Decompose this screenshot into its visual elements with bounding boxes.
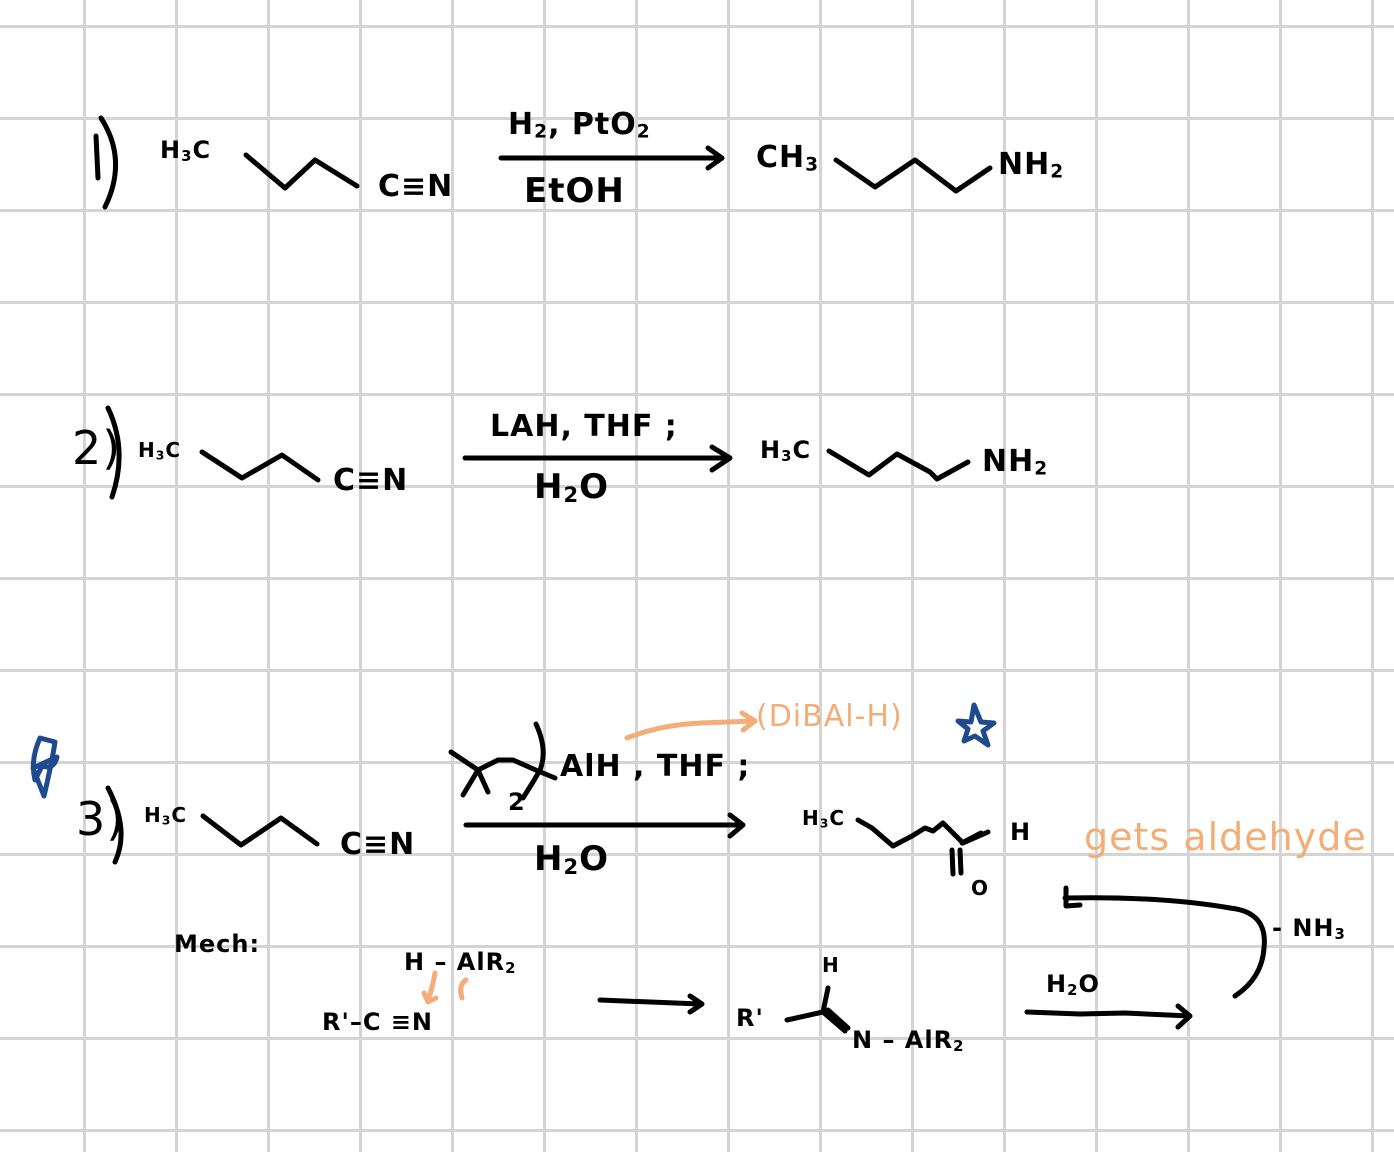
r1-reactant-methyl: H3C bbox=[160, 136, 212, 165]
r3-reactant-nitrile: C≡N bbox=[340, 827, 416, 862]
r1-reagents-below: EtOH bbox=[524, 171, 625, 211]
r2-reagents-above: LAH, THF ; bbox=[490, 409, 678, 444]
mech-ammonia-loss: - NH3 bbox=[1272, 914, 1346, 943]
mech-water-reagent: H2O bbox=[1046, 970, 1100, 999]
mech-return-arrow bbox=[1062, 885, 1267, 999]
r3-reagents-above: AlH , THF ; bbox=[560, 749, 751, 784]
r1-product-methyl: CH3 bbox=[756, 140, 820, 176]
mech-imine-n-alr2: N – AlR2 bbox=[852, 1026, 965, 1055]
r3-number: 3) bbox=[76, 792, 126, 846]
r3-reactant-chain bbox=[200, 813, 320, 848]
r2-number: 2) bbox=[72, 421, 122, 475]
mech-label: Mech: bbox=[174, 930, 261, 958]
r1-reactant-nitrile: C≡N bbox=[378, 169, 454, 204]
mech-electron-arrow-2 bbox=[458, 977, 469, 1001]
r3-reagents-below: H2O bbox=[534, 839, 610, 880]
r3-product-methyl: H3C bbox=[802, 806, 846, 831]
r1-reaction-arrow bbox=[498, 145, 725, 171]
r1-paren-curve bbox=[98, 115, 118, 210]
mech-electron-arrow-1 bbox=[421, 970, 439, 1005]
r1-reagents-above: H2, PtO2 bbox=[508, 107, 651, 143]
mech-arrow-1 bbox=[597, 993, 705, 1015]
mech-substrate: R'–C ≡N bbox=[322, 1008, 434, 1036]
r2-reactant-methyl: H3C bbox=[138, 438, 182, 463]
mech-arrow-2 bbox=[1024, 1003, 1193, 1030]
r3-reactant-methyl: H3C bbox=[144, 803, 188, 828]
r1-paren-stroke bbox=[93, 133, 101, 181]
r1-reactant-chain bbox=[243, 152, 360, 191]
r3-isobutyl-subscript: 2 bbox=[508, 788, 526, 816]
r2-reagents-below: H2O bbox=[534, 467, 610, 508]
r3-reaction-arrow bbox=[463, 812, 746, 839]
mech-imine-hydrogen: H bbox=[822, 953, 840, 977]
r3-note-gets-aldehyde: gets aldehyde bbox=[1084, 815, 1367, 859]
r3-carbonyl-double-bond bbox=[949, 847, 964, 877]
r2-product-chain bbox=[826, 448, 971, 482]
r2-reactant-chain bbox=[199, 449, 321, 483]
r3-aldehyde-hydrogen: H bbox=[1010, 818, 1032, 846]
mech-reagent: H – AlR2 bbox=[404, 948, 517, 977]
mech-imine-bonds bbox=[784, 985, 851, 1034]
r3-dibal-star-icon bbox=[955, 702, 997, 748]
mech-imine-r: R' bbox=[736, 1004, 764, 1032]
r2-paren-curve bbox=[105, 405, 122, 500]
r1-product-chain bbox=[833, 157, 993, 194]
r2-reaction-arrow bbox=[462, 444, 733, 473]
r3-dibal-annotation: (DiBAl-H) bbox=[756, 699, 903, 734]
r2-reactant-nitrile: C≡N bbox=[333, 463, 409, 498]
r1-product-amine: NH2 bbox=[998, 147, 1065, 183]
r3-product-chain bbox=[855, 817, 991, 849]
r3-star-mark-icon[interactable] bbox=[30, 735, 60, 799]
r3-aldehyde-bond bbox=[959, 830, 984, 846]
r3-isobutyl-group bbox=[448, 721, 558, 801]
r2-product-amine: NH2 bbox=[982, 444, 1049, 480]
r3-carbonyl-oxygen: O bbox=[971, 876, 990, 900]
r2-product-methyl: H3C bbox=[760, 436, 812, 465]
r3-paren-curve bbox=[105, 785, 124, 865]
r3-dibal-annotation-arrow bbox=[624, 710, 758, 741]
